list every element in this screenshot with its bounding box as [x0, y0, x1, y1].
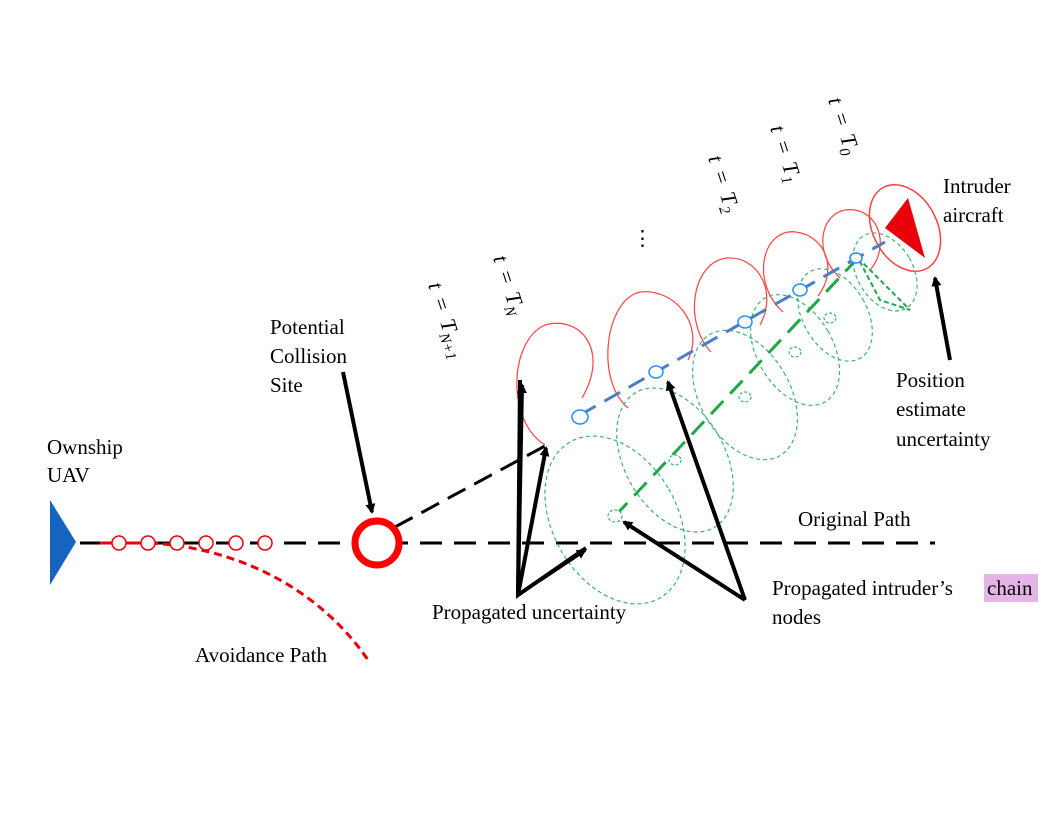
chain-nodes-arrow-2	[665, 380, 747, 601]
time-label-tn1: t=TN+1	[419, 279, 471, 363]
green-node	[668, 454, 682, 466]
ellipsis-label: ⋮	[632, 226, 653, 250]
blue-node	[571, 409, 589, 425]
green-node	[823, 312, 837, 324]
ownship-node	[169, 535, 185, 551]
red-ellipse	[516, 322, 594, 446]
intruder-green-triangle	[857, 257, 911, 311]
original-path-label: Original Path	[798, 507, 911, 531]
propagated-uncertainty-label: Propagated uncertainty	[432, 600, 627, 624]
green-node	[788, 346, 802, 358]
avoidance-path-curve	[149, 541, 370, 661]
green-ellipse	[749, 294, 841, 406]
blue-nodes	[571, 252, 863, 425]
chain-nodes-label-1: Propagated intruder’s chain	[772, 576, 1033, 600]
red-ellipse	[693, 257, 768, 353]
green-nodes	[607, 312, 837, 523]
blue-node	[792, 283, 808, 297]
potential-collision-site-icon	[351, 517, 403, 569]
intruder-green-path	[613, 256, 860, 518]
green-ellipse	[692, 329, 798, 461]
green-ellipse	[544, 435, 686, 605]
ownship-chain-nodes	[111, 535, 273, 551]
uncertainty-label-1: Position	[896, 368, 965, 392]
collision-label-3: Site	[270, 373, 303, 397]
green-ellipse	[852, 232, 918, 312]
collision-site-arrow	[341, 371, 376, 514]
time-label-tn: t=TN	[484, 252, 531, 320]
propagated-uncertainty-arrow-tip2	[538, 548, 587, 582]
red-ellipse	[607, 291, 694, 409]
intruder-label-2: aircraft	[943, 203, 1004, 227]
ownship-label-2: UAV	[47, 463, 90, 487]
chain-nodes-label-2: nodes	[772, 605, 821, 629]
red-uncertainty-ellipses	[516, 183, 942, 446]
ownship-uav-icon	[50, 500, 76, 585]
uncertainty-label-3: uncertainty	[896, 427, 991, 451]
chain-nodes-arrow-1	[622, 520, 747, 602]
green-node	[607, 509, 623, 523]
intruder-blue-path	[579, 240, 886, 417]
green-ellipse	[797, 268, 873, 362]
collision-label-2: Collision	[270, 344, 348, 368]
red-ellipse	[822, 209, 881, 279]
ownship-label-1: Ownship	[47, 435, 123, 459]
red-ellipse	[762, 231, 829, 313]
uncertainty-arrow	[931, 276, 952, 361]
collision-label-1: Potential	[270, 315, 345, 339]
time-label-t0: t=T0	[819, 94, 865, 159]
time-label-t1: t=T1	[761, 122, 807, 186]
arrows	[341, 276, 952, 602]
green-node	[738, 391, 752, 403]
ownship-node	[198, 535, 214, 551]
blue-node	[648, 365, 664, 379]
ownship-node	[140, 535, 156, 551]
avoidance-path-label: Avoidance Path	[195, 643, 327, 667]
chain-highlight	[984, 574, 1038, 602]
intruder-aircraft-icon	[885, 198, 925, 258]
ownship-node	[257, 535, 273, 551]
propagated-uncertainty-arrow-tip	[516, 383, 527, 596]
intruder-uncertainty-ellipse	[868, 183, 942, 273]
green-uncertainty-ellipses	[544, 232, 918, 605]
blue-node	[737, 315, 753, 329]
time-label-t2: t=T2	[699, 152, 745, 217]
ownship-node	[111, 535, 127, 551]
ownship-node	[228, 535, 244, 551]
intruder-label-1: Intruder	[943, 174, 1011, 198]
blue-node	[849, 252, 863, 264]
propagated-uncertainty-arrow-base	[516, 446, 550, 596]
chain-nodes-label-1a: Propagated intruder’s	[772, 576, 953, 600]
chain-nodes-label-1b: chain	[987, 576, 1033, 600]
uncertainty-label-2: estimate	[896, 397, 966, 421]
